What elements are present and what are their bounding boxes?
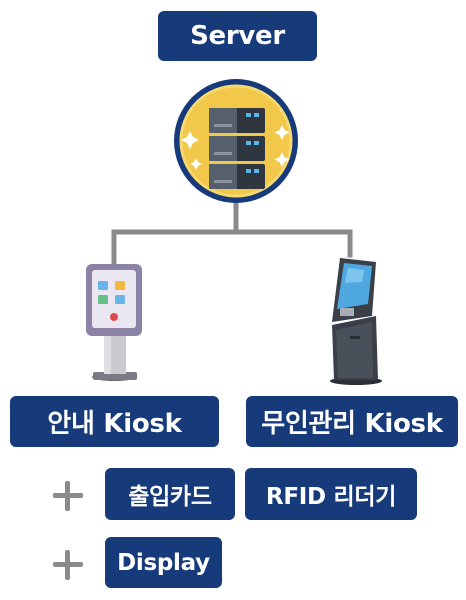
rfid-reader-option-text: RFID 리더기 (265, 484, 397, 510)
server-rack-icon (174, 79, 298, 203)
access-card-option: 출입카드 (105, 468, 235, 520)
server-label: Server (158, 11, 317, 61)
self-service-kiosk-label-text: 무인관리 Kiosk (261, 409, 443, 439)
info-kiosk-icon (86, 264, 142, 381)
rfid-reader-option: RFID 리더기 (245, 468, 417, 520)
plus-icon (53, 481, 83, 511)
self-service-kiosk-icon (330, 258, 382, 385)
self-service-kiosk-label: 무인관리 Kiosk (246, 396, 458, 447)
connector-lines (111, 195, 353, 265)
display-option-text: Display (117, 549, 210, 576)
info-kiosk-label: 안내 Kiosk (10, 396, 219, 447)
access-card-option-text: 출입카드 (128, 484, 212, 510)
plus-icon (53, 550, 83, 580)
display-option: Display (105, 537, 222, 588)
server-label-text: Server (190, 21, 285, 51)
info-kiosk-label-text: 안내 Kiosk (47, 409, 182, 439)
